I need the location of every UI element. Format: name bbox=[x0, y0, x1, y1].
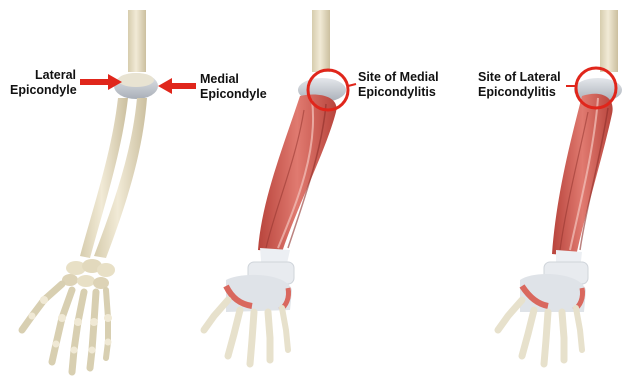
muscled-forearm-medial bbox=[204, 10, 346, 364]
muscled-forearm-lateral bbox=[498, 10, 622, 364]
medial-epicondylitis-label: Site of Medial Epicondylitis bbox=[358, 70, 439, 100]
hand-bones bbox=[22, 284, 108, 372]
forearm-muscles-lateral bbox=[552, 94, 613, 256]
lateral-epicondyle-label: Lateral Epicondyle bbox=[10, 68, 76, 98]
medial-epicondyle-label: Medial Epicondyle bbox=[200, 72, 267, 102]
carpal-bones bbox=[62, 259, 115, 289]
lateral-epicondylitis-label: Site of Lateral Epicondylitis bbox=[478, 70, 561, 100]
skeleton-forearm bbox=[22, 10, 158, 372]
humerus-bone bbox=[128, 10, 146, 72]
